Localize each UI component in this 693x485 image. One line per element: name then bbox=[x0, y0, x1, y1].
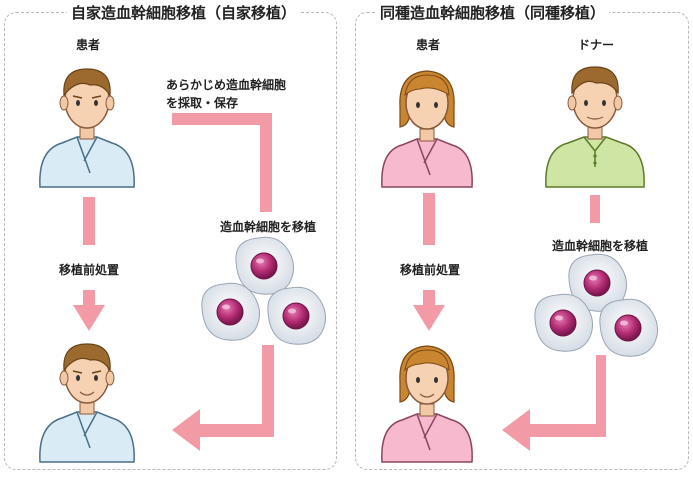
left-pretreatment-label: 移植前処置 bbox=[59, 261, 119, 278]
arrow-icon bbox=[172, 345, 274, 451]
stem-cell-icon bbox=[236, 237, 294, 294]
patient-female-icon bbox=[382, 346, 472, 462]
stem-cell-icon bbox=[535, 294, 593, 351]
stem-cell-icon bbox=[268, 287, 326, 344]
left-patient-label: 患者 bbox=[76, 36, 100, 53]
donor-label: ドナー bbox=[578, 36, 614, 53]
arrow-icon bbox=[502, 355, 606, 451]
right-transplant-label: 造血幹細胞を移植 bbox=[552, 237, 648, 254]
patient-female-icon bbox=[382, 71, 472, 187]
patient-male-icon bbox=[40, 344, 134, 462]
left-transplant-label: 造血幹細胞を移植 bbox=[220, 218, 316, 235]
patient-male-icon bbox=[40, 69, 134, 187]
arrow-icon bbox=[172, 113, 272, 212]
donor-icon bbox=[546, 67, 644, 187]
harvest-note: あらかじめ造血幹細胞 を採取・保存 bbox=[166, 76, 286, 112]
harvest-note-line1: あらかじめ造血幹細胞 bbox=[166, 76, 286, 94]
arrow-icon bbox=[590, 195, 600, 223]
right-pretreatment-label: 移植前処置 bbox=[400, 261, 460, 278]
harvest-note-line2: を採取・保存 bbox=[166, 94, 286, 112]
stem-cell-icon bbox=[600, 299, 658, 356]
right-patient-label: 患者 bbox=[416, 36, 440, 53]
stem-cell-icon bbox=[202, 283, 260, 340]
